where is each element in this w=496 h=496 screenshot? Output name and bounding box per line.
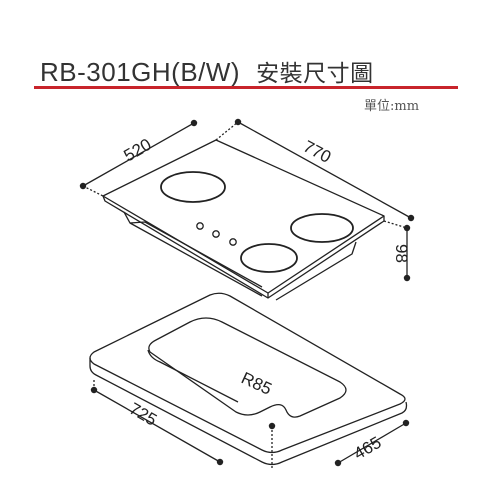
burner-right bbox=[290, 213, 354, 243]
cooktop-width-label: 770 bbox=[300, 137, 334, 167]
page-title: RB-301GH(B/W) 安裝尺寸圖 bbox=[40, 54, 374, 88]
unit-label: 單位:mm bbox=[364, 99, 420, 114]
control-knob-3 bbox=[229, 238, 237, 246]
burner-left bbox=[160, 171, 226, 203]
cooktop-height-dimension bbox=[383, 220, 411, 282]
cutout-opening bbox=[148, 317, 347, 418]
cutout-depth-label: 465 bbox=[351, 433, 385, 464]
control-knob-2 bbox=[212, 230, 220, 238]
diagram-subtitle: 安裝尺寸圖 bbox=[256, 61, 374, 87]
title-underline bbox=[34, 86, 458, 89]
cutout-width-dimension bbox=[90, 378, 224, 466]
model-name: RB-301GH(B/W) bbox=[40, 57, 241, 87]
cooktop-width-dimension bbox=[215, 118, 415, 222]
cutout-depth-dimension bbox=[268, 419, 410, 470]
control-knob-1 bbox=[196, 222, 204, 230]
cooktop-depth-label: 520 bbox=[121, 135, 155, 166]
burner-front bbox=[240, 243, 298, 273]
countertop-drawing bbox=[89, 292, 408, 466]
cooktop-height-label: 98 bbox=[392, 244, 411, 263]
cooktop-depth-dimension bbox=[79, 119, 198, 197]
countertop-edge bbox=[89, 358, 408, 466]
cooktop-drawing bbox=[102, 139, 385, 301]
